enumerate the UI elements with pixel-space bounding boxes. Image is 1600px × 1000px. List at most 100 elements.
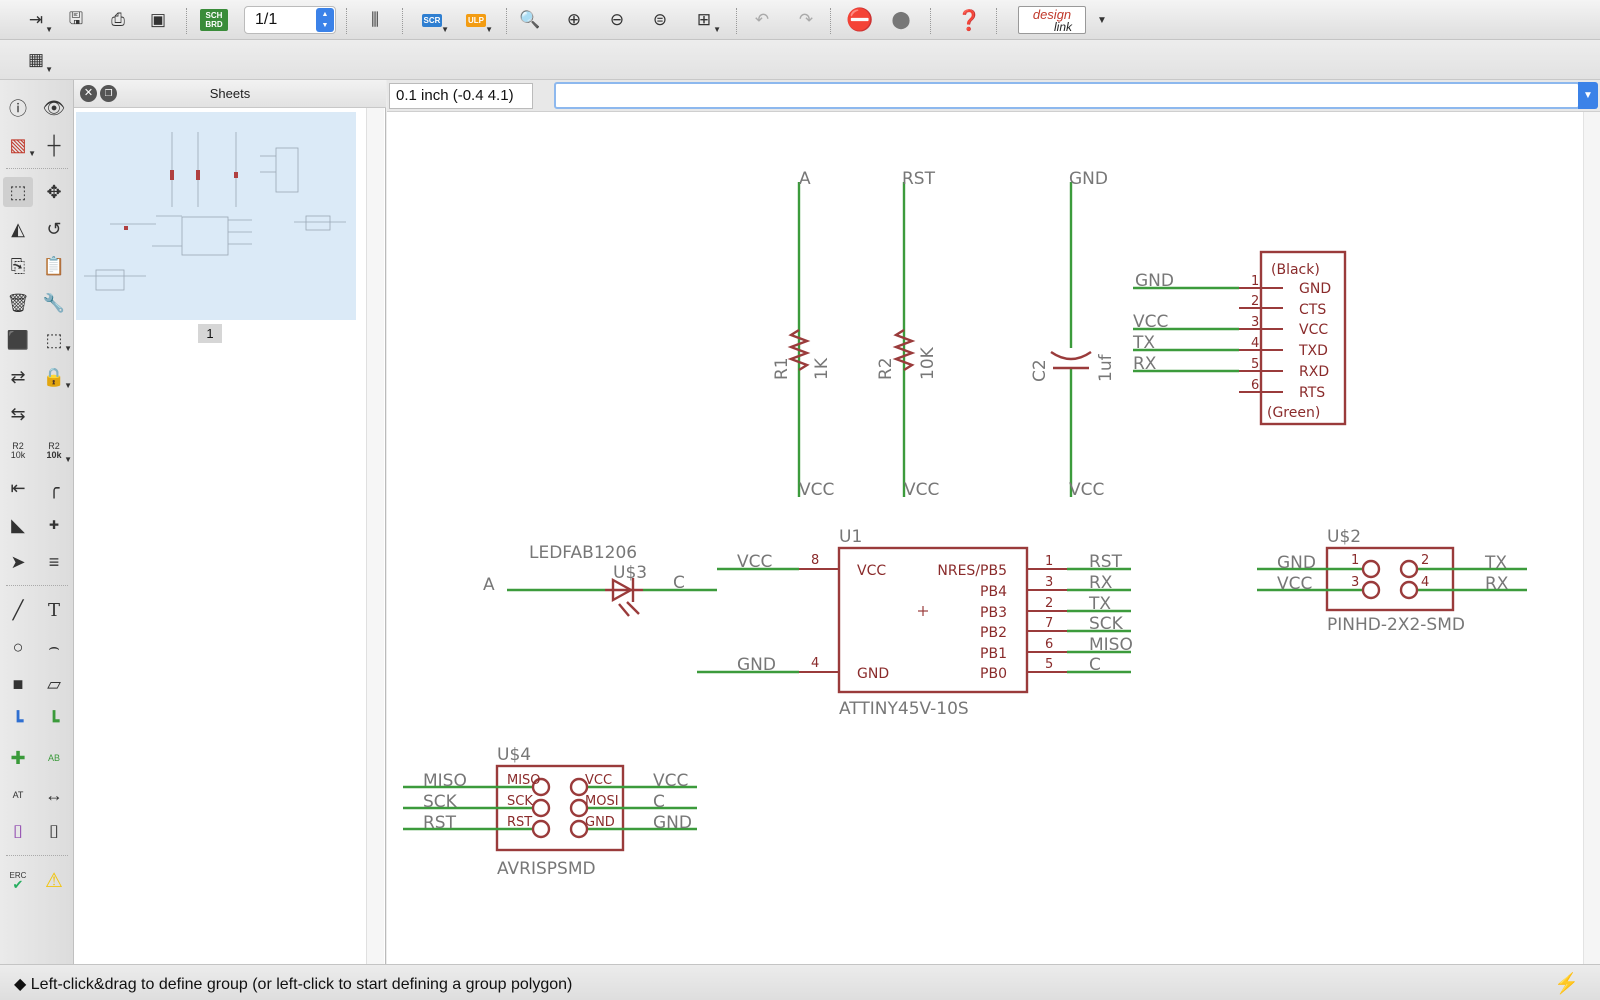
mcu-pin-gnd[interactable]: 4 GND GND [697,655,889,682]
mcu-pin-pb1[interactable]: 6 PB1 MISO [980,635,1133,662]
smash-icon[interactable]: ⇤ [10,477,26,498]
capacitor-c2[interactable]: GND VCC C2 1uf [1030,169,1116,500]
cam-icon[interactable]: ▣ [149,10,167,29]
ftdi-connector[interactable]: (Black) (Green) 1 GND GND 2 CTS [1132,250,1347,426]
spinner-arrows-icon[interactable]: ▲▼ [316,8,334,32]
junction-icon[interactable]: ✚ [10,747,26,768]
isp-u4[interactable]: U$4 AVRISPSMD MISO SCK RST VCC MOSI [403,745,697,879]
mcu-pin-pb0[interactable]: 5 PB0 C [980,655,1131,682]
board-switch-button[interactable]: SCH BRD [200,7,228,33]
layers-icon[interactable]: ▧▼ [9,134,36,159]
value-tool[interactable]: R2 10k ▼ [46,441,72,465]
module-icon[interactable]: ⌷ [48,821,60,842]
help-icon[interactable]: ❓ [956,9,982,32]
mcu-pin-pb4[interactable]: 3 PB4 RX [980,573,1131,600]
r2-bottom-net: VCC [904,480,939,500]
chevron-down-icon[interactable]: ▼ [1097,14,1107,26]
header-u2[interactable]: U$2 PINHD-2X2-SMD 1 2 3 4 GND TX VCC RX [1257,527,1527,635]
ftdi-pin-4[interactable]: 4 TXD TX [1132,333,1328,359]
ulp-button[interactable]: ULP▼ [466,13,493,34]
paste-icon[interactable]: 📋 [42,255,66,276]
add-part-icon[interactable]: ⬛ [6,329,30,350]
sheets-header: ✕ ❐ Sheets [74,80,386,108]
save-icon[interactable]: 🖫 [68,8,84,28]
led-u3[interactable]: LEDFAB1206 U$3 A C [483,543,717,617]
info-icon[interactable]: ⓘ [9,99,27,119]
rotate-icon[interactable]: ↺ [46,218,62,239]
erc-tool[interactable]: ERC ✔ [3,865,33,895]
net-icon[interactable]: ┗ [48,710,60,731]
zoom-redraw-icon[interactable]: ⊜ [652,10,668,29]
bus-icon[interactable]: ┗ [12,710,24,731]
zoom-in-icon[interactable]: ⊕ [566,10,582,29]
zoom-fit-icon[interactable]: 🔍 [519,10,541,29]
command-line-input[interactable] [554,82,1580,109]
frame-icon[interactable]: ⌷ [12,821,24,842]
canvas-scrollbar[interactable] [1583,112,1600,964]
align-icon[interactable]: ≡ [48,551,60,572]
sheet-number[interactable]: 1 [198,324,222,343]
label-tool[interactable]: AB [39,743,69,773]
split-icon[interactable]: ◣ [11,514,25,535]
mcu-pin-pb2[interactable]: 7 PB2 SCK [980,614,1131,641]
script-button[interactable]: SCR▼ [421,13,449,34]
resistor-r1[interactable]: A VCC R1 1K [772,169,834,500]
mcu-pin-pb3[interactable]: 2 PB3 TX [980,594,1131,621]
circle-icon[interactable]: ○ [12,636,24,657]
mcu-pin-vcc[interactable]: 8 VCC VCC [717,552,886,579]
line-icon[interactable]: ╱ [12,599,24,620]
invoke-icon[interactable]: ➤ [10,551,26,572]
attribute-tool[interactable]: AT [3,780,33,810]
name-tool[interactable]: R2 10k [3,436,33,466]
zoom-area-icon[interactable]: ⊞▼ [696,10,721,34]
dimension-icon[interactable]: ↔ [45,784,63,805]
open-icon[interactable]: ⇥▼ [28,10,53,34]
zoom-out-icon[interactable]: ⊖ [609,10,625,29]
polygon-icon[interactable]: ▱ [47,673,61,694]
wrench-icon[interactable]: 🔧 [42,292,66,313]
gateswap-icon[interactable]: ⇆ [10,403,26,424]
ftdi-pin-1[interactable]: 1 GND GND [1133,271,1331,297]
close-icon[interactable]: ✕ [80,85,97,102]
toolbar-separator [996,8,997,34]
miter-icon[interactable]: ╭ [48,477,60,498]
grid-icon[interactable]: ▦▼ [27,50,53,74]
group-select-icon[interactable]: ⬚ [3,177,33,207]
redo-icon[interactable]: ↷ [798,10,814,29]
mark-icon[interactable]: ┼ [47,134,61,155]
ftdi-pin-6[interactable]: 6 RTS [1239,378,1325,401]
float-icon[interactable]: ❐ [100,85,117,102]
resistor-r2[interactable]: RST VCC R2 10K [876,169,939,500]
pinswap-icon[interactable]: ⇄ [10,366,26,387]
ftdi-pin-2[interactable]: 2 CTS [1239,294,1326,318]
sheets-scrollbar[interactable] [366,108,384,964]
design-link-button[interactable]: design link [1018,6,1086,34]
schematic-canvas[interactable]: A VCC R1 1K RST VCC R2 10K GND [387,112,1583,964]
arc-icon[interactable]: ⌢ [48,636,60,657]
replace-icon[interactable]: ⬚▼ [45,329,72,354]
mirror-icon[interactable]: ◭ [11,218,25,239]
mcu-u1[interactable]: U1 ATTINY45V-10S 8 VCC VCC 4 GND GND [697,527,1133,719]
ftdi-pin-5[interactable]: 5 RXD RX [1133,354,1329,380]
r1-bottom-net: VCC [799,480,834,500]
optimize-icon[interactable]: ✚ [48,518,60,532]
stop-icon[interactable]: ⛔ [846,7,874,32]
chevron-down-icon[interactable]: ▼ [1578,82,1598,109]
move-icon[interactable]: ✥ [46,181,62,202]
ftdi-pin-3[interactable]: 3 VCC VCC [1133,312,1328,338]
warning-icon[interactable]: ⚠ [45,869,63,892]
mcu-pin-pb5[interactable]: 1 NRES/PB5 RST [937,552,1131,579]
sheet-selector[interactable]: 1/1 ▲▼ [244,6,336,34]
sheet-thumbnail[interactable] [76,112,356,320]
text-tool[interactable]: T [39,595,69,625]
print-icon[interactable]: ⎙ [111,10,125,29]
ftdi-pin-net: GND [1135,271,1174,291]
go-icon[interactable]: ⬤ [891,10,911,29]
lock-icon[interactable]: 🔒▼ [42,366,72,391]
undo-icon[interactable]: ↶ [754,10,770,29]
sheets-icon[interactable]: ⫼ [371,10,379,29]
delete-icon[interactable]: 🗑 [6,292,30,313]
show-eye-icon[interactable]: 👁 [42,97,66,118]
copy-icon[interactable]: ⎘ [10,255,26,276]
rectangle-icon[interactable]: ■ [12,673,24,694]
